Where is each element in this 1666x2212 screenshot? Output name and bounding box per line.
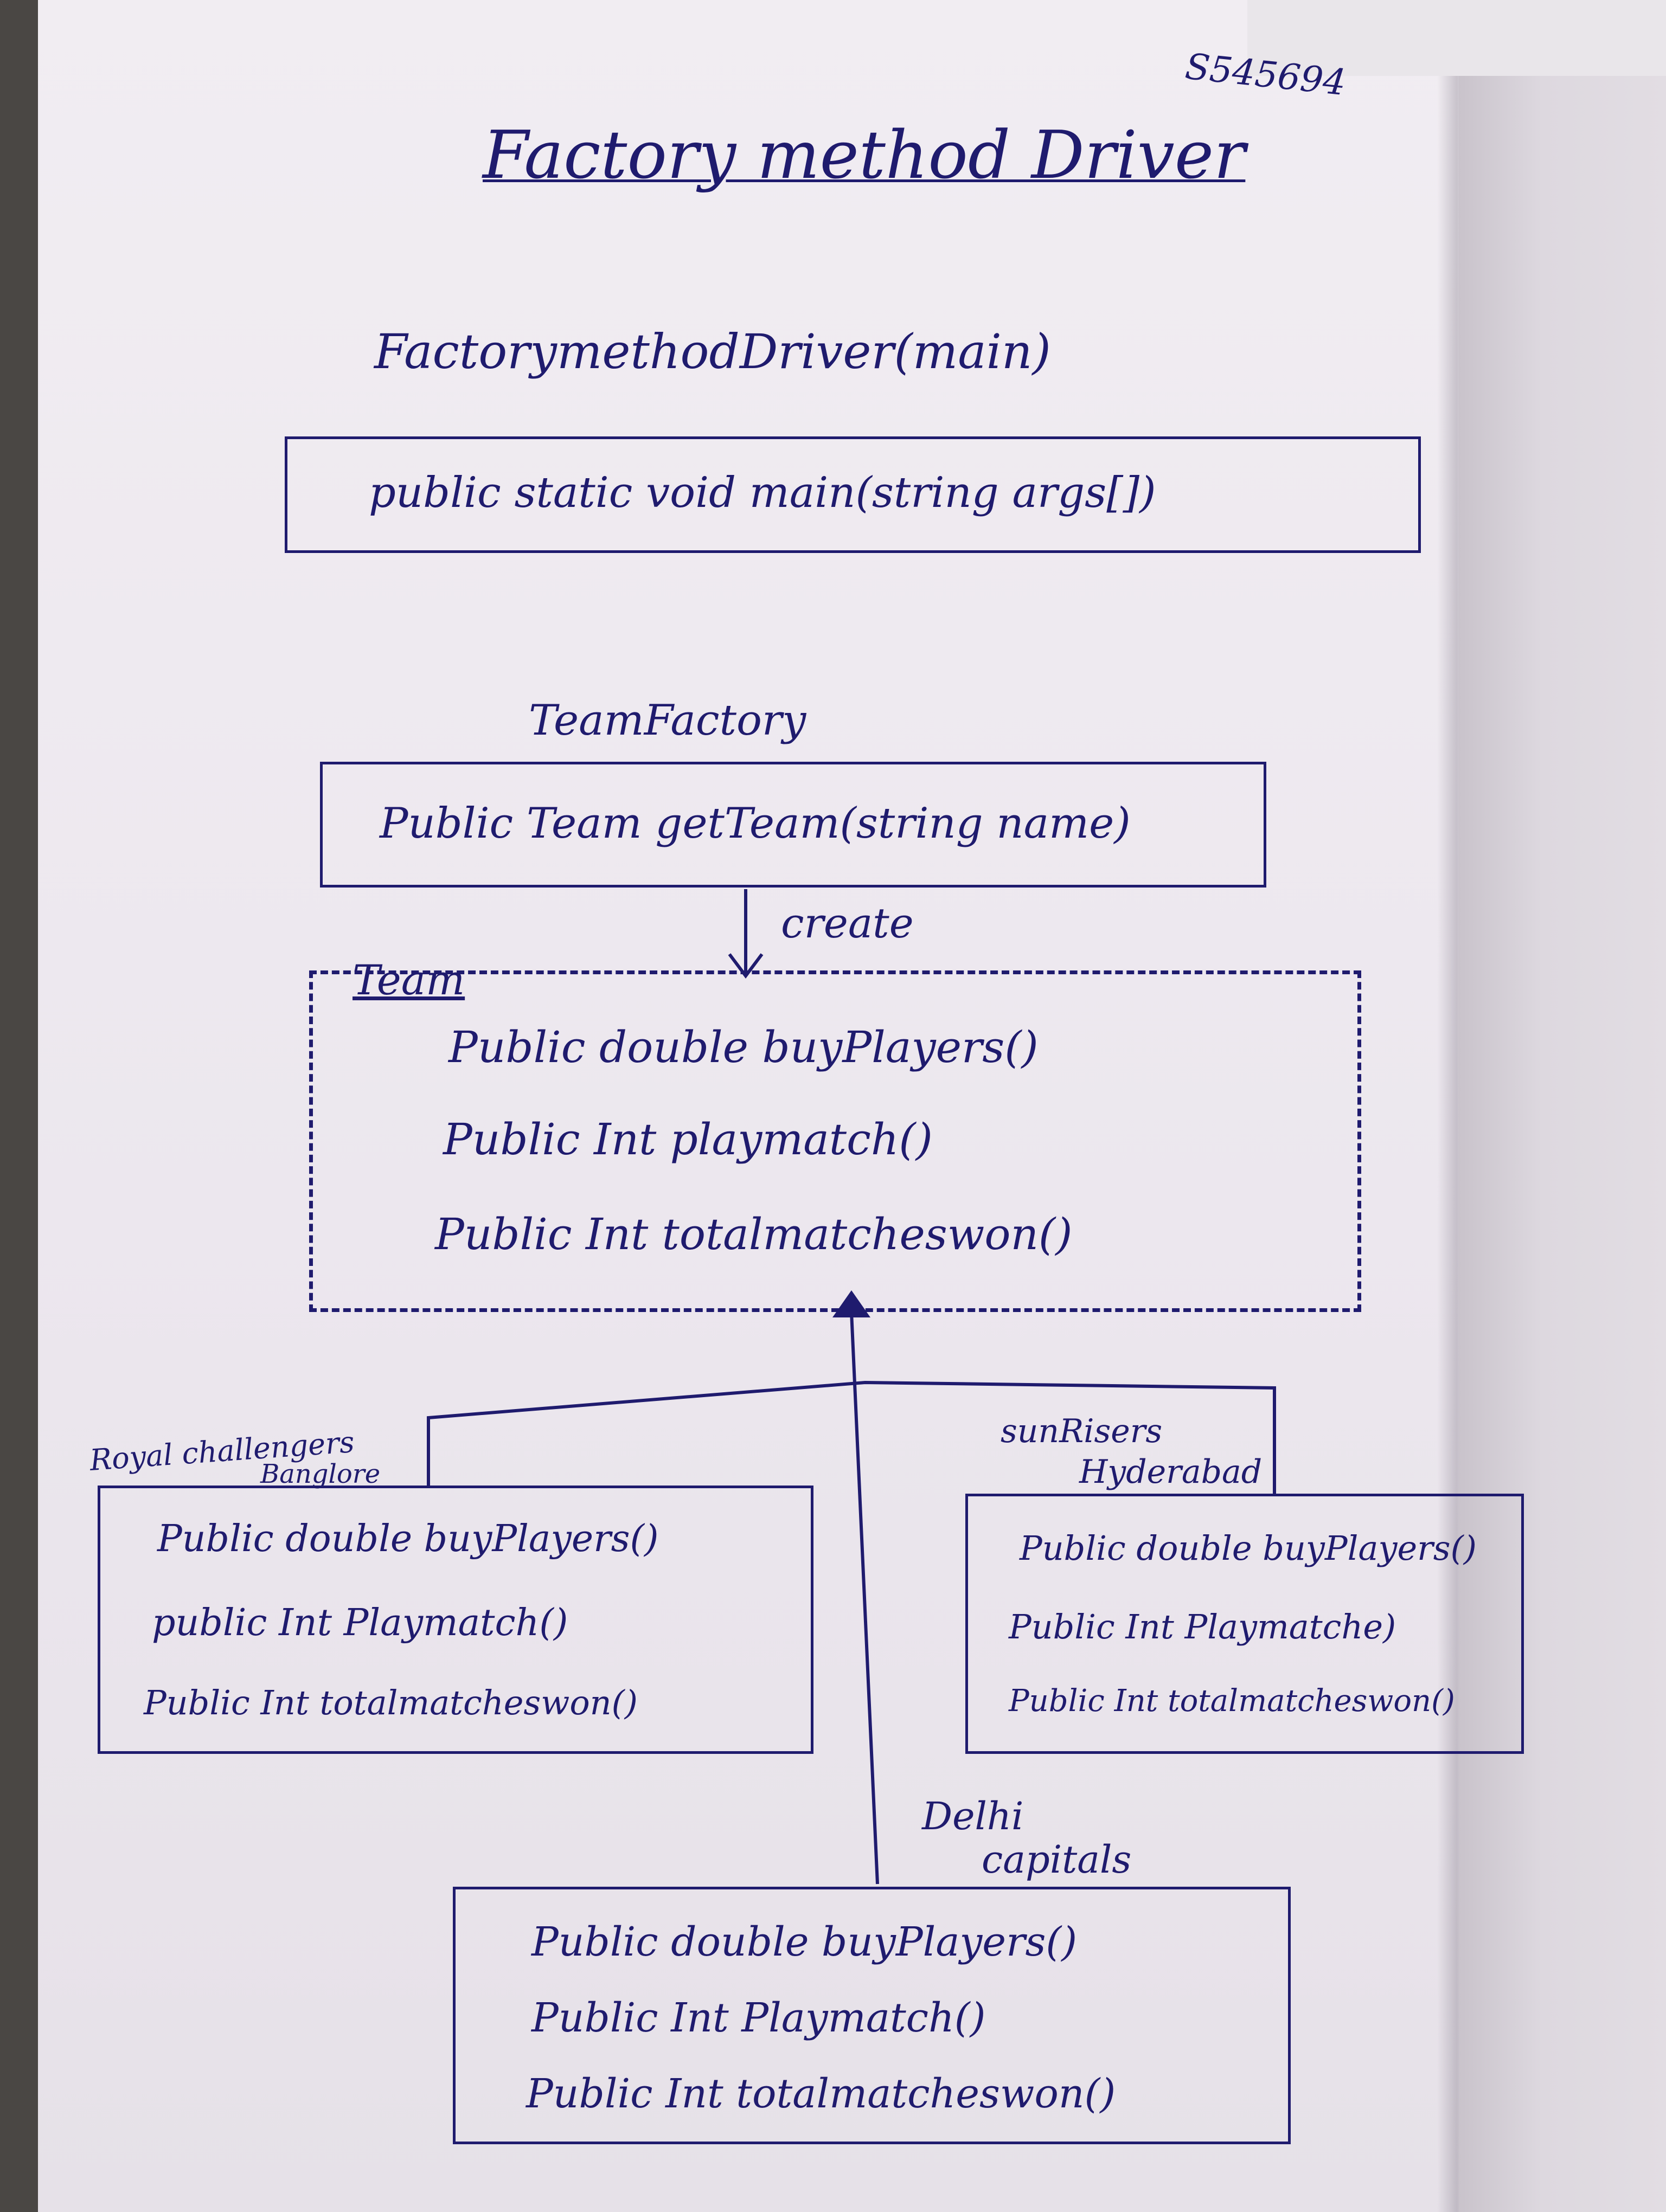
facing-page <box>1459 33 1666 2212</box>
srh-class-label-line2: Hyderabad <box>1079 1453 1263 1491</box>
team-interface-label: Team <box>353 956 465 1004</box>
srh-class-box: Public double buyPlayers() Public Int Pl… <box>965 1494 1524 1754</box>
team-method-playmatch: Public Int playmatch() <box>443 1114 933 1165</box>
create-relation-label: create <box>781 899 914 947</box>
srh-method-buyplayers: Public double buyPlayers() <box>1020 1528 1477 1568</box>
rcb-method-totalmatcheswon: Public Int totalmatcheswon() <box>144 1683 638 1722</box>
notebook-page <box>38 0 1459 2212</box>
factory-class-label: TeamFactory <box>529 696 806 745</box>
driver-method-main: public static void main(string args[]) <box>369 468 1156 517</box>
rcb-class-box: Public double buyPlayers() public Int Pl… <box>98 1486 813 1754</box>
factory-class-box: Public Team getTeam(string name) <box>320 762 1266 888</box>
dc-method-totalmatcheswon: Public Int totalmatcheswon() <box>526 2070 1116 2117</box>
page-title: Factory method Driver <box>483 117 1246 194</box>
dc-class-label-line2: capitals <box>982 1837 1132 1882</box>
rcb-class-label-line2: Banglore <box>260 1459 381 1489</box>
rcb-method-playmatch: public Int Playmatch() <box>152 1602 568 1644</box>
dc-class-box: Public double buyPlayers() Public Int Pl… <box>453 1887 1291 2144</box>
team-method-buyplayers: Public double buyPlayers() <box>448 1022 1039 1072</box>
factory-method-getteam: Public Team getTeam(string name) <box>380 799 1131 848</box>
driver-class-label: FactorymethodDriver(main) <box>374 324 1051 380</box>
srh-method-totalmatcheswon: Public Int totalmatcheswon() <box>1009 1683 1455 1719</box>
rcb-method-buyplayers: Public double buyPlayers() <box>157 1517 659 1560</box>
team-interface-box: Public double buyPlayers() Public Int pl… <box>309 970 1361 1312</box>
srh-class-label-line1: sunRisers <box>1001 1412 1163 1450</box>
create-arrow <box>728 889 764 979</box>
team-method-totalmatcheswon: Public Int totalmatcheswon() <box>435 1209 1073 1259</box>
background-strip <box>1247 0 1666 76</box>
dc-method-playmatch: Public Int Playmatch() <box>531 1995 986 2041</box>
inheritance-arrow <box>832 1290 879 1885</box>
dc-class-label-line1: Delhi <box>922 1794 1024 1838</box>
inheritance-branch-bar <box>427 1380 1276 1494</box>
srh-method-playmatch: Public Int Playmatche) <box>1009 1607 1396 1647</box>
driver-class-box: public static void main(string args[]) <box>285 436 1421 553</box>
dc-method-buyplayers: Public double buyPlayers() <box>531 1919 1078 1965</box>
